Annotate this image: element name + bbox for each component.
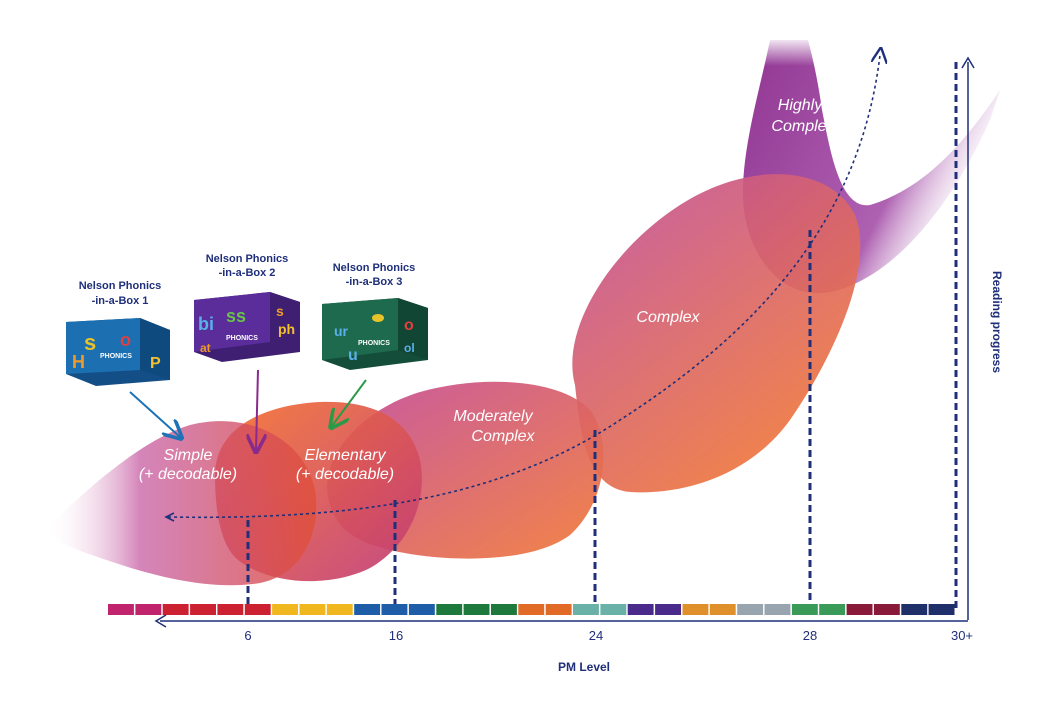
level-bar-segment xyxy=(791,604,818,615)
svg-text:s: s xyxy=(84,330,96,355)
box-2-title: Nelson Phonics xyxy=(206,253,289,265)
zone-label-moderately: Moderately xyxy=(453,408,533,425)
level-bar-segment xyxy=(436,604,463,615)
x-axis-arrow xyxy=(154,614,167,628)
box-1-subtitle: -in-a-Box 1 xyxy=(92,295,149,307)
progress-curve-start-arrow xyxy=(164,512,175,522)
level-bar-segment xyxy=(217,604,244,615)
level-bar-segment xyxy=(873,604,900,615)
svg-text:ur: ur xyxy=(334,323,349,339)
svg-text:at: at xyxy=(200,341,211,355)
box-1-image: s H o PHONICS P xyxy=(66,318,170,386)
box-2-image: bi ss s ph PHONICS at xyxy=(194,292,300,362)
box-3-brand: PHONICS xyxy=(358,340,390,347)
tick-label-24: 24 xyxy=(589,628,603,643)
box-3-title: Nelson Phonics xyxy=(333,262,416,274)
box-3-image: ur u o PHONICS ol xyxy=(322,298,428,370)
level-bar-segment xyxy=(573,604,599,615)
level-bar-segment xyxy=(408,604,435,615)
level-bar-segment xyxy=(244,604,271,615)
level-bar-segment xyxy=(545,604,572,615)
level-bar-segment xyxy=(381,604,408,615)
zone-label-moderately-sub: Complex xyxy=(471,428,535,445)
x-axis-title: PM Level xyxy=(558,660,610,674)
tick-label-16: 16 xyxy=(389,628,403,643)
zone-label-highly: Highly xyxy=(778,97,823,114)
level-bar-segment xyxy=(655,604,681,615)
level-bar-segment xyxy=(491,604,517,615)
tick-label-30plus: 30+ xyxy=(951,628,973,643)
level-bar-segment xyxy=(463,604,490,615)
level-bar-segment xyxy=(354,604,381,615)
svg-text:H: H xyxy=(72,352,85,372)
svg-text:s: s xyxy=(276,303,284,319)
svg-text:ph: ph xyxy=(278,321,295,337)
box-1-brand: PHONICS xyxy=(100,353,132,360)
level-bar-segment xyxy=(600,604,627,615)
zone-shape-simple xyxy=(45,421,317,586)
svg-text:o: o xyxy=(120,330,131,350)
zone-shape-complex xyxy=(572,174,861,493)
level-bar-segment xyxy=(326,604,353,615)
level-bar-segment xyxy=(299,604,326,615)
level-bar-segment xyxy=(518,604,545,615)
level-bar-segment xyxy=(108,604,134,615)
box-1-title: Nelson Phonics xyxy=(79,280,162,292)
svg-text:ol: ol xyxy=(404,341,415,355)
box-3-subtitle: -in-a-Box 3 xyxy=(346,276,403,288)
zone-label-elementary-sub: (+ decodable) xyxy=(296,466,394,483)
level-color-bar xyxy=(108,604,955,615)
zone-label-simple: Simple xyxy=(164,447,213,464)
box-2-brand: PHONICS xyxy=(226,335,258,342)
progress-curve xyxy=(167,55,880,519)
box-2-arrow xyxy=(256,369,258,450)
level-bar-segment xyxy=(272,604,298,615)
svg-text:o: o xyxy=(404,317,414,334)
box-2-subtitle: -in-a-Box 2 xyxy=(219,267,276,279)
zone-label-highly-sub: Complex xyxy=(771,118,835,135)
level-bar-segment xyxy=(819,604,846,615)
level-bar-segment xyxy=(190,604,216,615)
svg-text:bi: bi xyxy=(198,314,214,334)
y-axis-arrow xyxy=(961,56,975,69)
zone-label-simple-sub: (+ decodable) xyxy=(139,466,237,483)
tick-label-6: 6 xyxy=(244,628,251,643)
box-1-arrow xyxy=(129,391,180,437)
level-bar-segment xyxy=(928,604,955,615)
level-lines xyxy=(246,62,958,612)
level-bar-segment xyxy=(764,604,791,615)
level-bar-segment xyxy=(709,604,736,615)
zone-label-complex: Complex xyxy=(636,309,700,326)
y-axis-title: Reading progress xyxy=(990,271,1004,373)
tick-label-28: 28 xyxy=(803,628,817,643)
level-bar-segment xyxy=(135,604,162,615)
zone-label-elementary: Elementary xyxy=(305,447,387,464)
level-bar-segment xyxy=(846,604,873,615)
box-3-arrow xyxy=(332,379,367,426)
svg-text:P: P xyxy=(150,355,161,372)
level-bar-segment xyxy=(682,604,709,615)
svg-text:u: u xyxy=(348,347,358,364)
level-bar-segment xyxy=(162,604,189,615)
level-bar-segment xyxy=(627,604,654,615)
level-bar-segment xyxy=(737,604,764,615)
level-bar-segment xyxy=(901,604,928,615)
svg-text:ss: ss xyxy=(226,306,246,326)
